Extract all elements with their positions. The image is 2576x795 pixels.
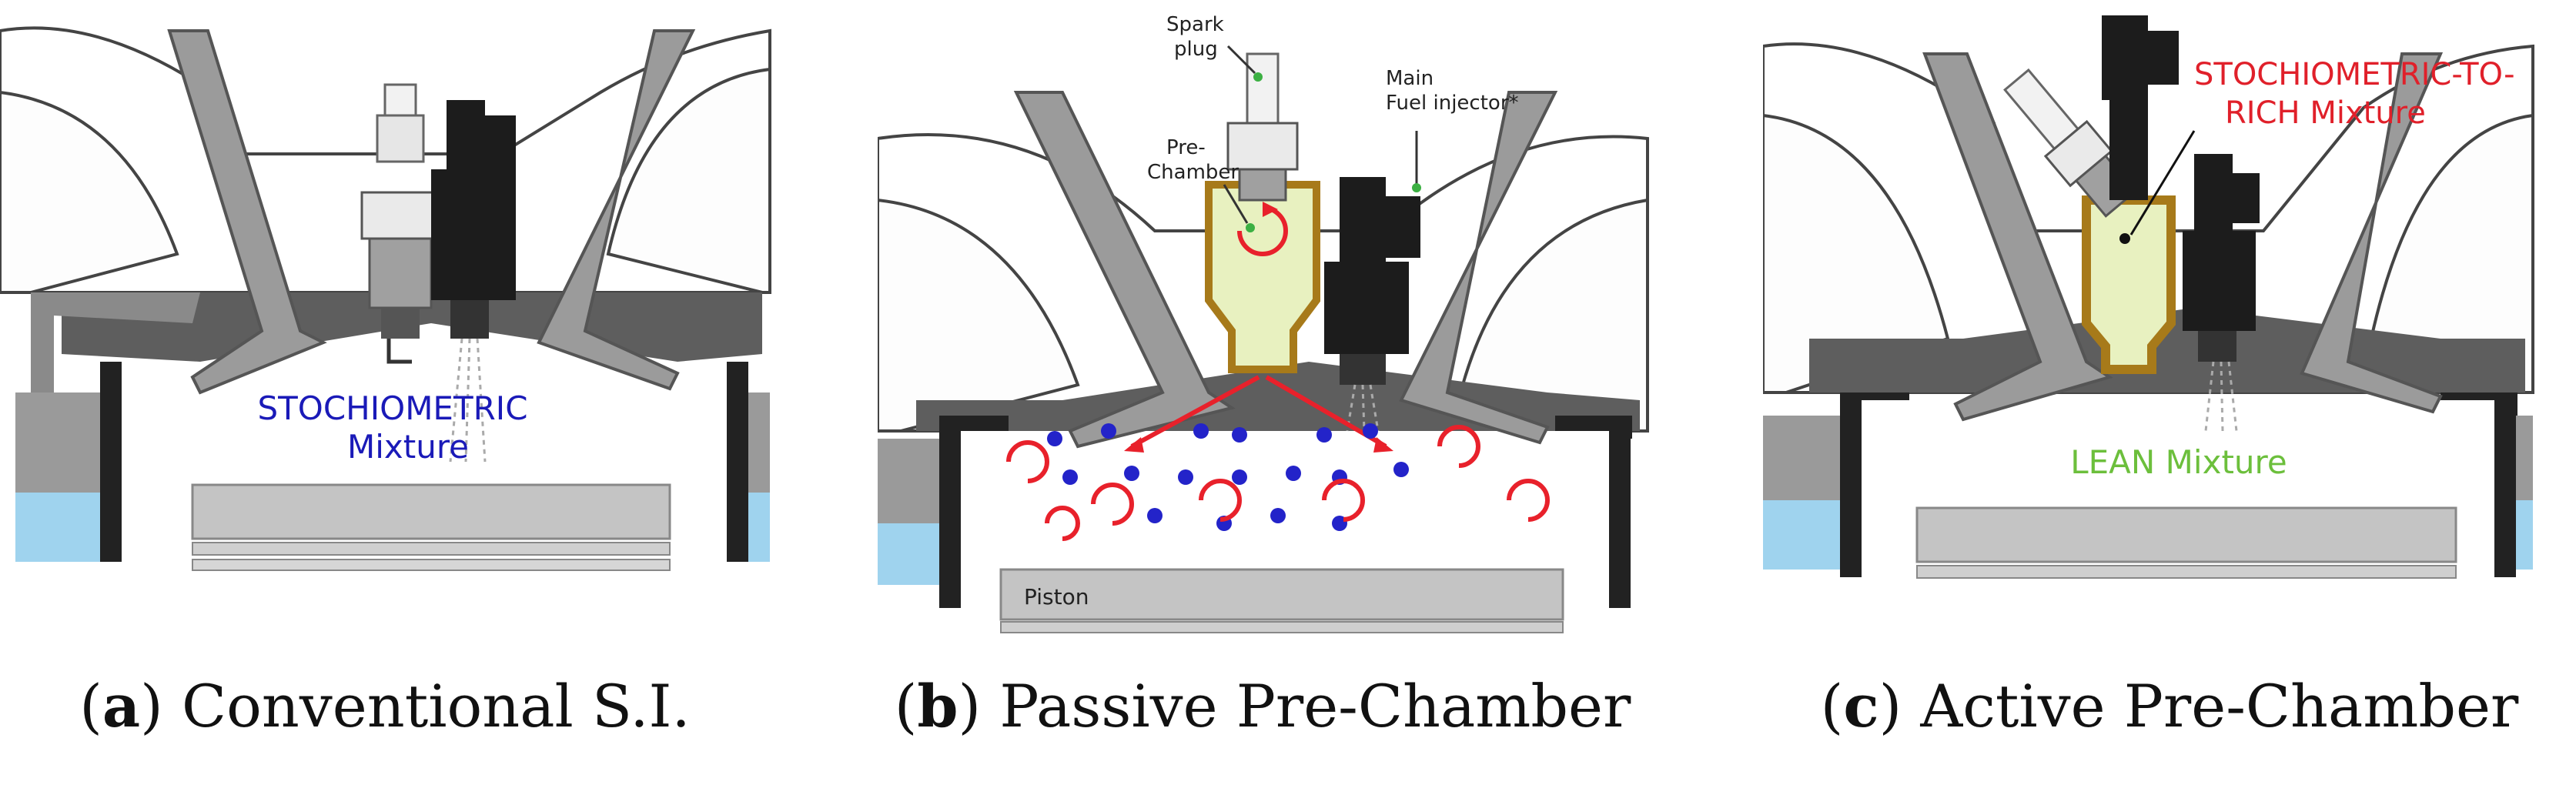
diagram-conventional-si: STOCHIOMETRIC Mixture: [0, 26, 847, 670]
prechamber-icon: [1205, 181, 1320, 373]
mixture-label-line2: Mixture: [347, 428, 469, 466]
coolant-left: [878, 523, 939, 585]
main-injector-icon: [2183, 154, 2260, 432]
panel-c-active-prechamber: STOCHIOMETRIC-TO- RICH Mixture LEAN Mixt…: [1763, 0, 2576, 736]
rich-mixture-label-line2: RICH Mixture: [2225, 95, 2426, 131]
caption-text-b: Passive Pre-Chamber: [999, 672, 1631, 740]
caption-text-c: Active Pre-Chamber: [1920, 672, 2519, 740]
spark-plug-label-line2: plug: [1174, 38, 1218, 61]
spark-plug-icon: [2003, 68, 2137, 218]
piston: [999, 568, 1564, 621]
coolant-right: [2516, 500, 2533, 570]
combustion-chamber: [961, 431, 1609, 562]
turbulence-swirls: [1006, 425, 1550, 541]
caption-letter-b: b: [917, 672, 958, 740]
piston: [1915, 506, 2457, 563]
prechamber-injector-icon: [2102, 15, 2179, 200]
rich-mixture-label-line1: STOCHIOMETRIC-TO-: [2194, 57, 2515, 92]
panel-a-conventional-si: STOCHIOMETRIC Mixture (a) Conventional S…: [0, 0, 847, 736]
exhaust-valve: [2300, 52, 2444, 414]
exhaust-valve: [537, 29, 696, 391]
exhaust-valve: [1399, 91, 1558, 445]
main-injector-label-line2: Fuel injector*: [1386, 92, 1519, 115]
coolant-left: [15, 493, 100, 562]
piston: [191, 483, 671, 540]
diagram-active-prechamber: STOCHIOMETRIC-TO- RICH Mixture LEAN Mixt…: [1763, 15, 2576, 670]
intake-valve: [1013, 91, 1236, 449]
spark-plug-label-line1: Spark: [1166, 13, 1224, 36]
caption-text-a: Conventional S.I.: [181, 672, 691, 740]
coolant-left: [1763, 500, 1840, 570]
fuel-injector-icon: [431, 100, 516, 463]
main-injector-icon: [1324, 177, 1420, 432]
caption-b: (b) Passive Pre-Chamber: [894, 672, 1631, 740]
intake-valve: [167, 29, 327, 395]
caption-a: (a) Conventional S.I.: [79, 672, 691, 740]
mixture-label-line1: STOCHIOMETRIC: [257, 389, 527, 427]
prechamber-label-line1: Pre-: [1166, 136, 1206, 159]
piston-label: Piston: [1024, 584, 1089, 610]
prechamber-label-line2: Chamber: [1147, 161, 1239, 184]
caption-letter-a: a: [102, 672, 141, 740]
spark-plug-icon: [360, 83, 440, 364]
panel-b-passive-prechamber: Piston Spark plug Main Fuel injector* Pr…: [878, 0, 1725, 736]
spark-plug-icon: [1226, 52, 1299, 202]
diagram-passive-prechamber: Piston Spark plug Main Fuel injector* Pr…: [878, 13, 1725, 670]
caption-c: (c) Active Pre-Chamber: [1820, 672, 2519, 740]
coolant-right: [748, 493, 770, 562]
intake-valve: [1922, 52, 2113, 422]
caption-letter-c: c: [1843, 672, 1879, 740]
lean-mixture-label: LEAN Mixture: [2070, 443, 2287, 481]
prechamber-icon: [2082, 195, 2176, 374]
main-injector-label-line1: Main: [1386, 67, 1434, 90]
